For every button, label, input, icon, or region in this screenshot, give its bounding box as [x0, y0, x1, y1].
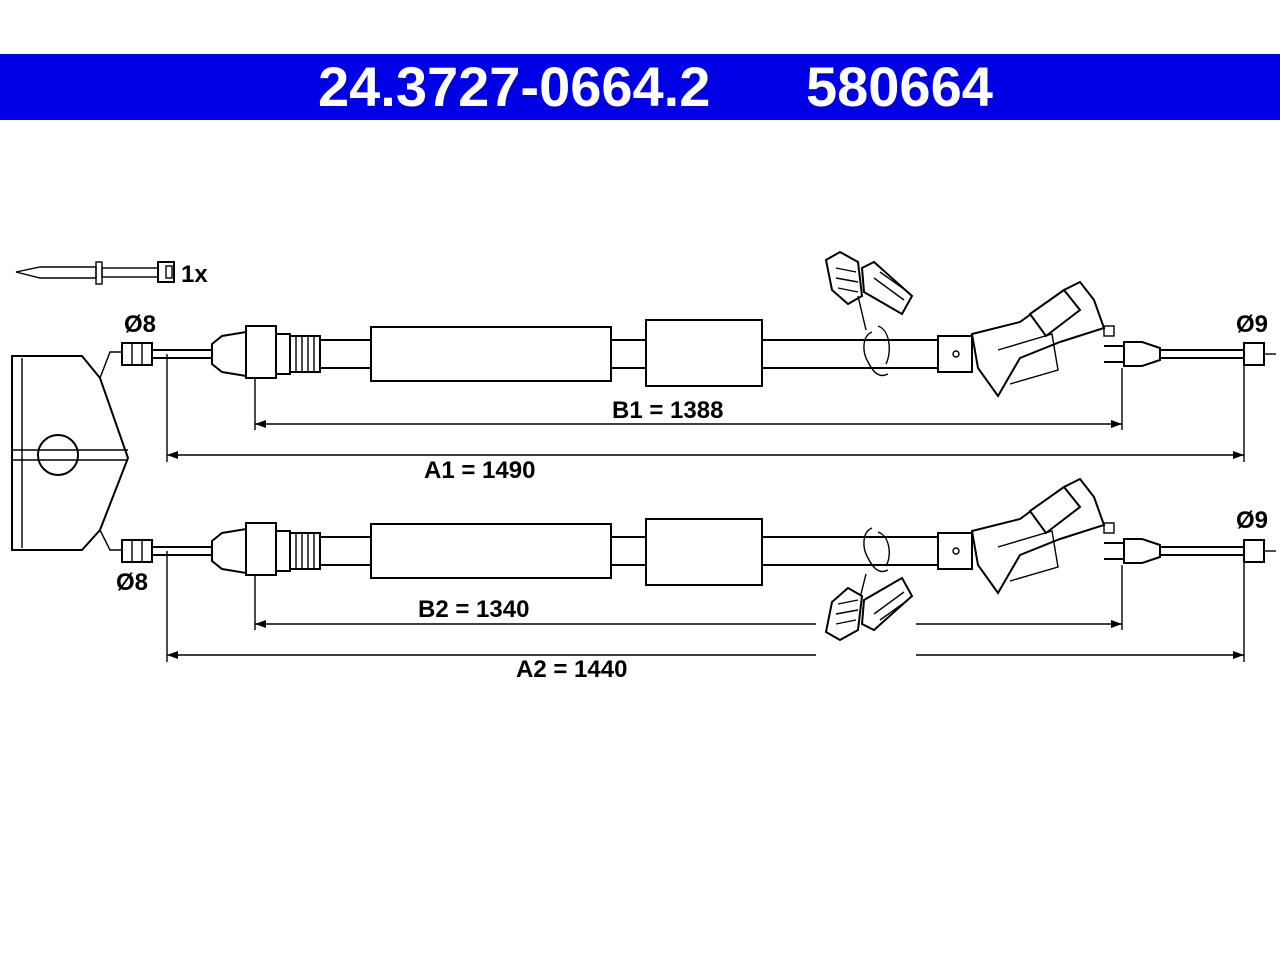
dimension-b1: [254, 368, 1123, 430]
label-b1: B1 = 1388: [612, 397, 723, 424]
clip-icon-lower: [824, 573, 914, 642]
diameter-upper-right: Ø9: [1236, 311, 1268, 338]
cable-tie-icon: [15, 261, 175, 285]
reference-number: 580664: [806, 55, 993, 118]
label-a1: A1 = 1490: [424, 457, 535, 484]
cable-assembly-upper: [121, 280, 1276, 398]
diameter-upper-left: Ø8: [124, 311, 156, 338]
dimension-a2: [166, 551, 1245, 662]
label-a2: A2 = 1440: [516, 656, 627, 683]
cable-assembly-lower: [121, 477, 1276, 595]
label-b2: B2 = 1340: [418, 596, 529, 623]
accessory-quantity: 1x: [181, 261, 208, 288]
dimension-b2: [254, 565, 1123, 630]
part-number: 24.3727-0664.2: [318, 55, 711, 118]
clip-icon-upper: [824, 250, 914, 331]
diameter-lower-left: Ø8: [116, 569, 148, 596]
header-bar: 24.3727-0664.2 580664: [0, 54, 1280, 120]
equalizer-bracket: [11, 351, 130, 551]
diameter-lower-right: Ø9: [1236, 507, 1268, 534]
dimension-a1: [166, 354, 1245, 462]
